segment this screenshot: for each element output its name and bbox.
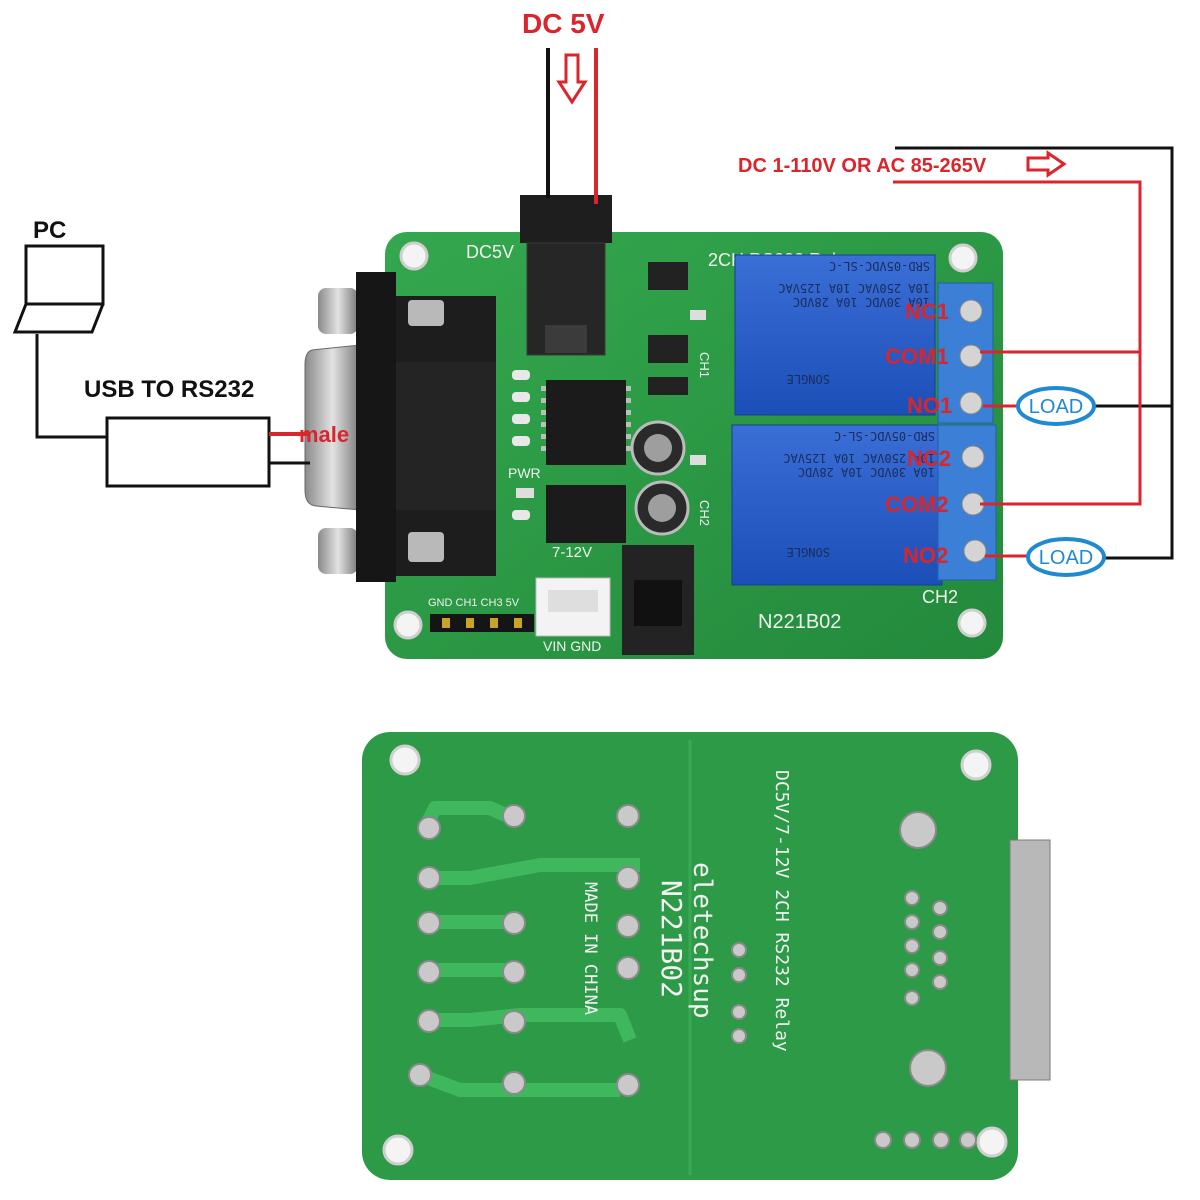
solder-pads — [408, 804, 977, 1149]
voltage-regulator — [622, 545, 694, 655]
relay-brand-text: SONGLE — [787, 545, 830, 559]
smd-resistors — [512, 370, 530, 520]
terminal-com1: COM1 — [885, 344, 949, 369]
vin-gnd-silk: VIN GND — [543, 638, 601, 654]
dc5v-label: DC 5V — [522, 8, 605, 39]
back-origin: MADE IN CHINA — [580, 882, 600, 1015]
down-arrow-icon — [556, 53, 588, 105]
load-2-label: LOAD — [1039, 547, 1093, 569]
dc5v-wires — [546, 48, 598, 204]
load-1: LOAD — [1016, 386, 1096, 426]
transistor — [648, 262, 688, 290]
relay-spec-text: 10A 250VAC 10A 125VAC — [783, 451, 935, 465]
terminal-ch2-silk: CH2 — [922, 587, 958, 607]
terminal-no1: NO1 — [907, 393, 952, 418]
mounting-hole — [976, 1126, 1008, 1158]
terminal-no2: NO2 — [903, 543, 948, 568]
mounting-hole — [960, 749, 992, 781]
pin-header — [430, 614, 534, 632]
pc-label: PC — [33, 217, 66, 244]
relay-spec-text: 10A 250VAC 10A 125VAC — [778, 281, 930, 295]
back-description: DC5V/7-12V 2CH RS232 Relay — [771, 770, 792, 1052]
mounting-hole — [393, 610, 423, 640]
capacitor — [630, 420, 686, 476]
usb-cable — [35, 334, 107, 439]
load-2: LOAD — [1026, 537, 1106, 577]
ch1-led-silk: CH1 — [697, 352, 712, 378]
header-pins-silk: GND CH1 CH3 5V — [428, 597, 520, 609]
usb-rs232-adapter — [105, 416, 271, 488]
load-supply-wires — [893, 146, 1174, 560]
db9-connector — [304, 272, 496, 582]
model-silk: N221B02 — [758, 611, 841, 633]
relay-model-text: SRD-05VDC-SL-C — [834, 429, 935, 443]
vin-range-silk: 7-12V — [552, 544, 592, 561]
ic-mcu — [546, 485, 626, 543]
load-supply-label: DC 1-110V OR AC 85-265V — [738, 155, 987, 177]
male-label: male — [299, 422, 349, 447]
transistor — [648, 335, 688, 363]
mounting-hole — [399, 241, 429, 271]
laptop-icon — [12, 244, 105, 334]
led-ch2 — [690, 455, 706, 465]
ic-max232 — [541, 380, 631, 465]
relay-spec-text: 10A 30VDC 10A 28VDC — [798, 465, 935, 479]
led-ch1 — [690, 310, 706, 320]
db9-edge — [1009, 839, 1051, 1081]
dc5v-silk: DC5V — [466, 242, 514, 262]
led-pwr — [516, 488, 534, 498]
relay-model-text: SRD-05VDC-SL-C — [829, 259, 930, 273]
terminal-nc2: NC2 — [907, 446, 951, 471]
load-1-label: LOAD — [1029, 396, 1083, 418]
right-arrow-icon — [1026, 150, 1067, 178]
mounting-hole — [948, 243, 978, 273]
terminal-nc1: NC1 — [905, 299, 949, 324]
mounting-hole — [957, 608, 987, 638]
adapter-label: USB TO RS232 — [84, 376, 254, 403]
ch2-led-silk: CH2 — [697, 500, 712, 526]
capacitor — [634, 480, 690, 536]
dc-power-jack — [520, 195, 612, 356]
relay-spec-text: 10A 30VDC 10A 28VDC — [793, 295, 930, 309]
back-board: eletechsup N221B02 MADE IN CHINA DC5V/7-… — [362, 732, 1051, 1180]
mounting-hole — [382, 1134, 414, 1166]
relay-ch2: SRD-05VDC-SL-C 10A 250VAC 10A 125VAC 10A… — [731, 424, 943, 586]
vin-connector — [535, 577, 611, 637]
front-board: DC5V 2CH RS232 Relay PWR 7-12V GND CH1 C… — [304, 195, 1003, 659]
relay-brand-text: SONGLE — [787, 372, 830, 386]
mounting-hole — [389, 744, 421, 776]
diode — [648, 377, 688, 395]
back-brand: eletechsup — [687, 862, 717, 1019]
terminal-com2: COM2 — [885, 492, 949, 517]
relay-ch1: SRD-05VDC-SL-C 10A 250VAC 10A 125VAC 10A… — [734, 254, 936, 416]
terminal-block-ch1 — [937, 282, 994, 424]
back-model: N221B02 — [655, 880, 688, 998]
pwr-silk: PWR — [508, 465, 541, 481]
